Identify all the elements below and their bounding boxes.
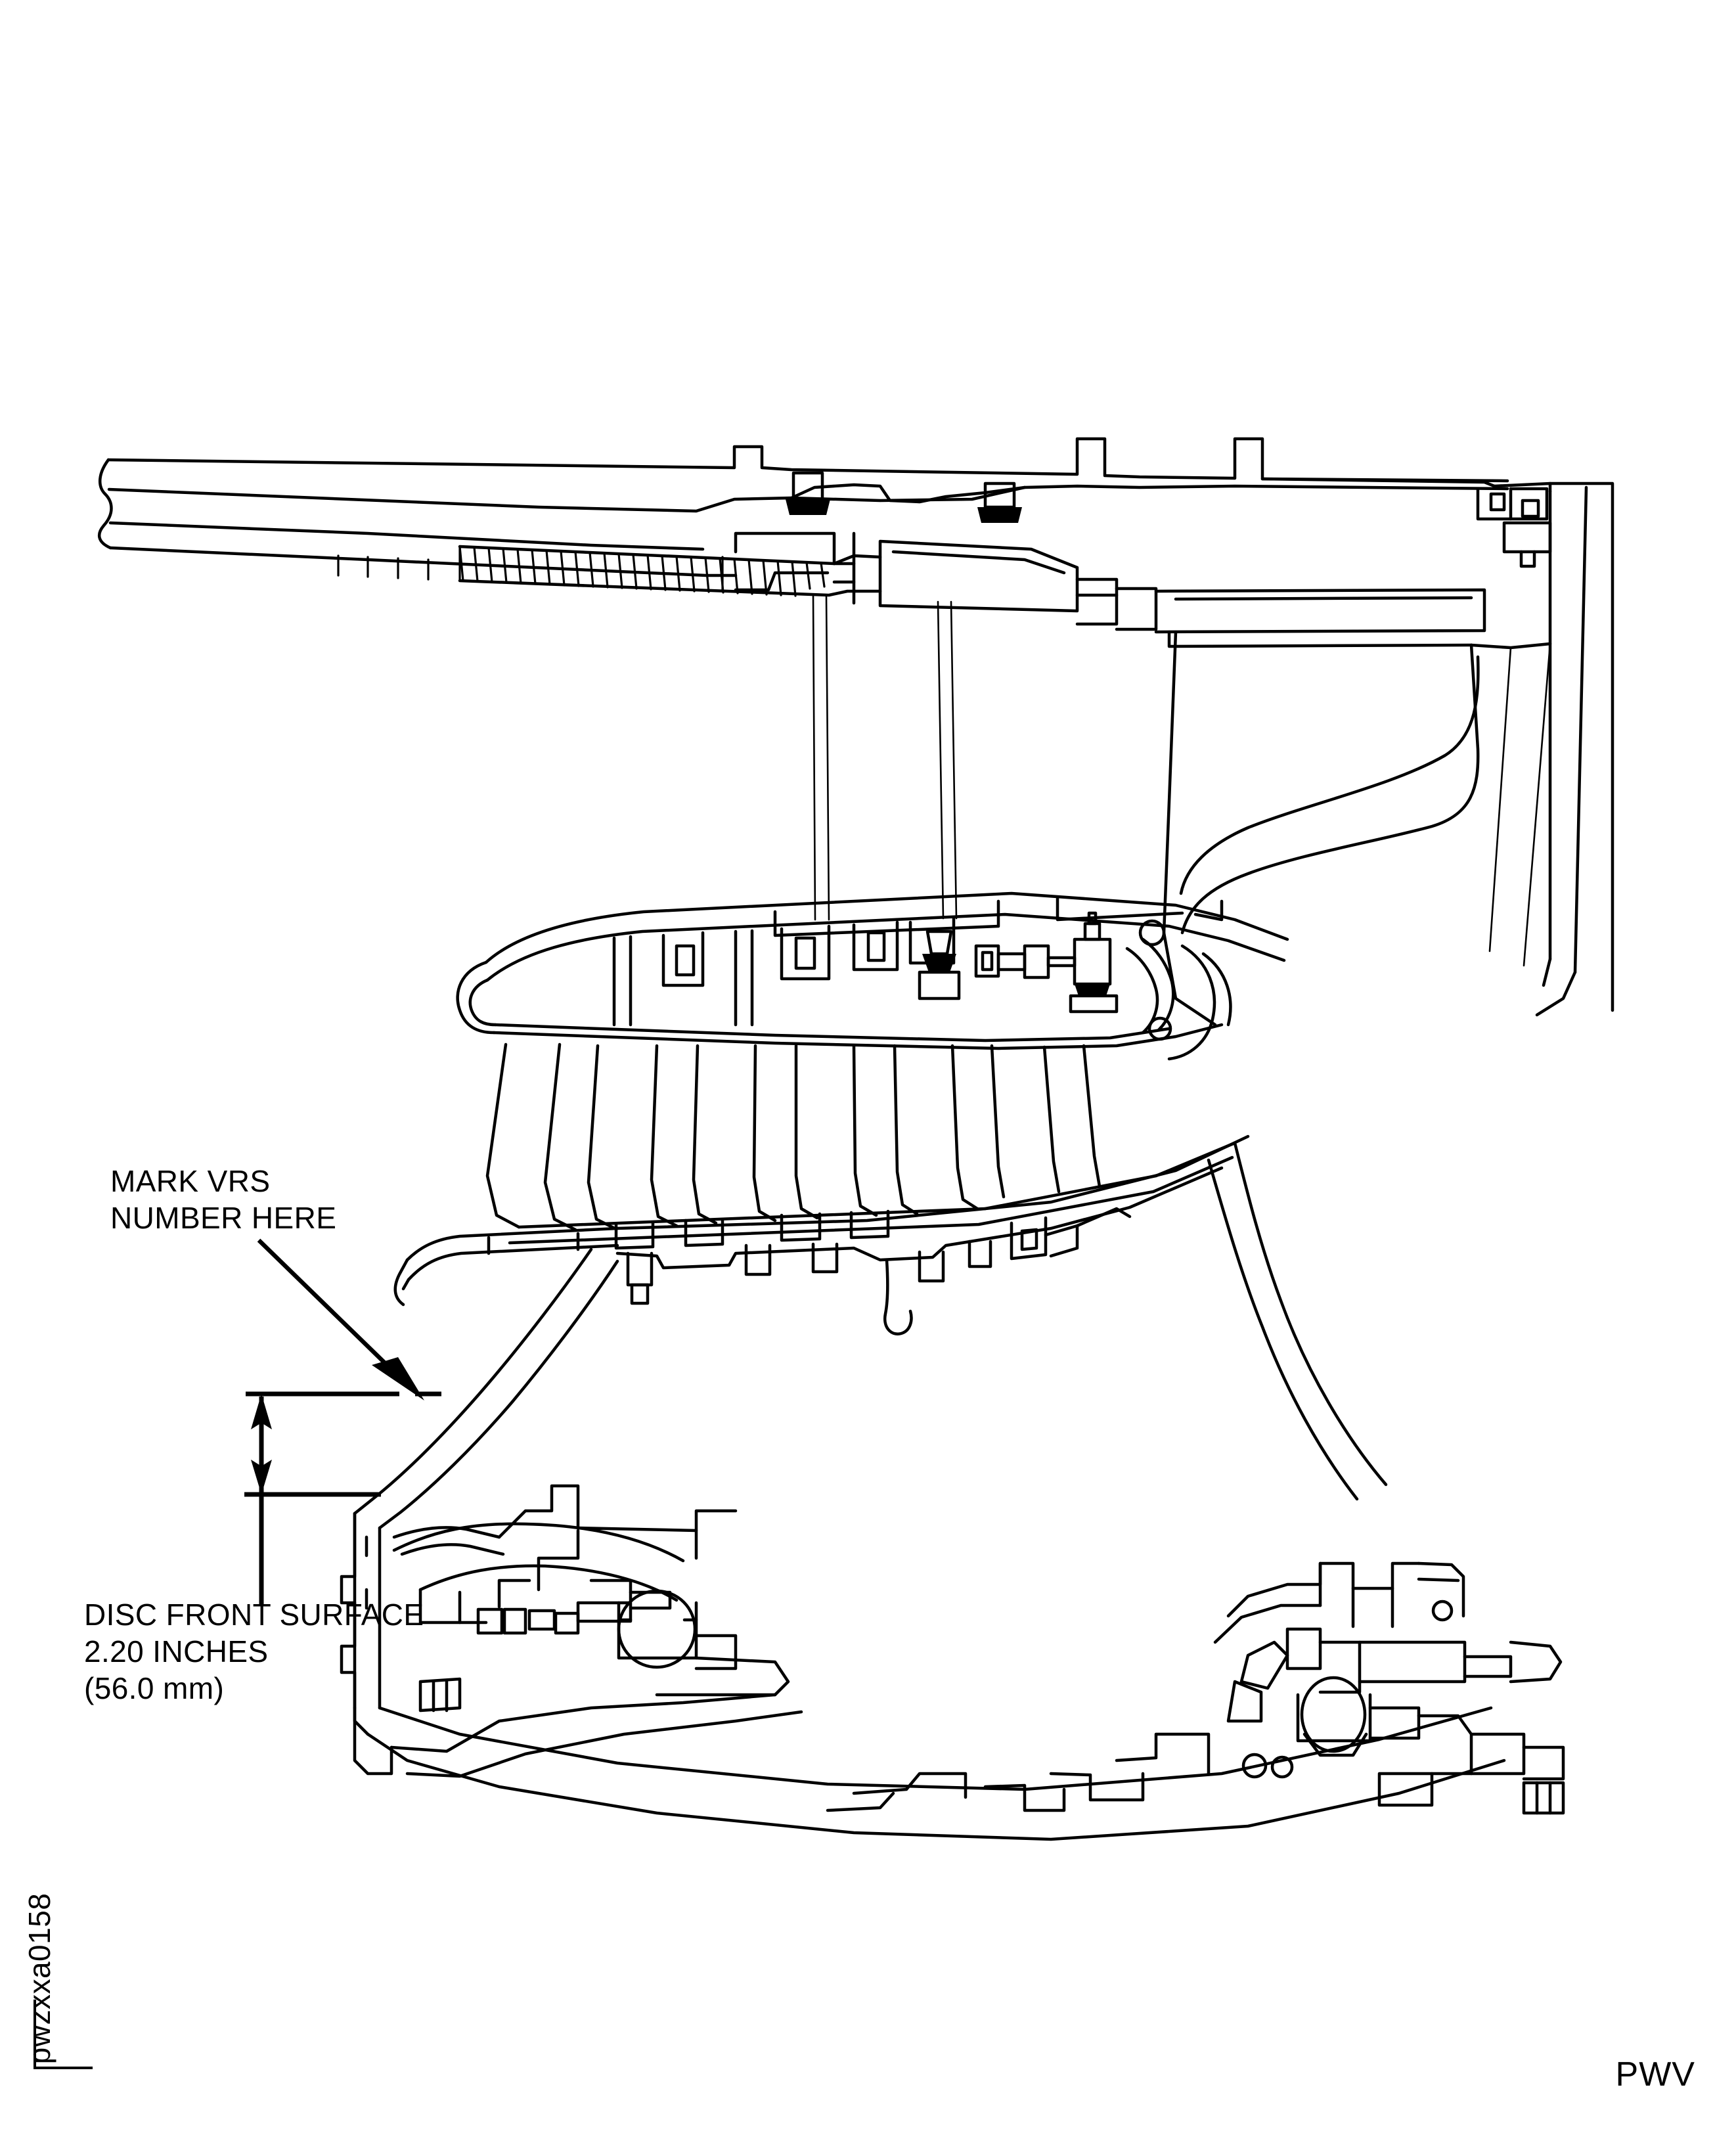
corner-registration-mark	[33, 2000, 93, 2069]
rear-bearing-compartment	[826, 1561, 1565, 1815]
leader-mark-vrs	[257, 1238, 424, 1400]
sheet-code-label: pwzxxa0158	[22, 1892, 56, 2065]
callout-mark-vrs-line2: NUMBER HERE	[110, 1201, 337, 1235]
bolt-head	[977, 482, 1022, 523]
upper-case-flanges	[734, 471, 1614, 1012]
dimension-disc-front-surface	[244, 1391, 441, 1605]
callout-disc-line3: (56.0 mm)	[84, 1671, 225, 1705]
bolt-head	[786, 471, 830, 515]
fan-blade-and-vanes	[812, 594, 1577, 1027]
intermediate-case	[456, 891, 1289, 1061]
callout-mark-vrs-line1: MARK VRS	[110, 1164, 271, 1198]
brand-mark-label: PWV	[1615, 2055, 1695, 2094]
rotor-drum-cone	[353, 1141, 1506, 1841]
fan-duct-outer-case	[97, 437, 1509, 597]
compressor-blade-stack	[485, 1042, 1237, 1250]
lower-compressor-case	[393, 1134, 1250, 1335]
acoustic-liner-ribs	[337, 545, 826, 597]
callout-disc-line2: 2.20 INCHES	[84, 1634, 269, 1668]
front-bearing-compartment	[340, 1484, 803, 1778]
callout-disc-line1: DISC FRONT SURFACE	[84, 1598, 424, 1632]
